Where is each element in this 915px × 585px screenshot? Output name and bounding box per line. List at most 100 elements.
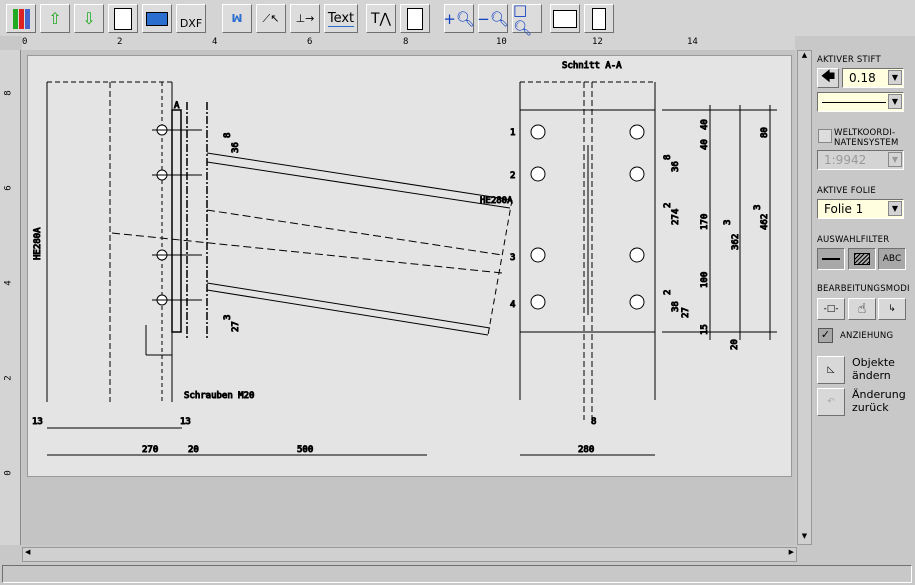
dxf-export-button[interactable]: DXF: [176, 4, 206, 33]
frame-button[interactable]: [400, 4, 430, 33]
scroll-left-icon[interactable]: ◀: [25, 548, 31, 556]
dimension-label: 270: [142, 445, 158, 455]
section-icon: ꟽ: [231, 12, 243, 25]
text-button[interactable]: Text: [324, 4, 358, 33]
snap-checkbox[interactable]: ✓: [818, 328, 833, 343]
ruler-label: 12: [592, 37, 603, 47]
zoom-window-button[interactable]: □🔍︎: [512, 1, 542, 37]
ruler-label: 14: [687, 37, 698, 47]
chevron-down-icon: ▼: [888, 94, 902, 109]
filter-lines-button[interactable]: [817, 248, 845, 270]
mode-ortho-button[interactable]: ↳: [878, 298, 906, 320]
dimension-label: 2: [663, 203, 673, 208]
hatch-icon: [854, 253, 870, 265]
undo-change-label: Änderung zurück: [852, 388, 906, 414]
edit-modes-label: BEARBEITUNGSMODI: [817, 284, 910, 294]
tools-button[interactable]: T⋀: [366, 4, 396, 33]
section-button[interactable]: ꟽ: [222, 4, 252, 33]
hand-icon: ☝: [857, 301, 867, 317]
dimension-label: 27: [231, 321, 241, 332]
line-icon: ⟋↖: [262, 11, 280, 25]
open-file-button[interactable]: ⇧: [40, 4, 70, 33]
ruler-top: 0 2 4 6 8 10 12 14: [22, 36, 795, 51]
dimension-label: 20: [188, 445, 199, 455]
filter-text-button[interactable]: ABC: [878, 248, 906, 270]
ruler-label: 4: [212, 37, 218, 47]
modify-objects-button[interactable]: ◺: [817, 356, 845, 384]
dimension-label: 36: [671, 161, 681, 172]
zoom-window-icon: □🔍︎: [513, 0, 533, 37]
bolts-label: Schrauben M20: [184, 391, 254, 401]
filter-label: AUSWAHLFILTER: [817, 235, 890, 245]
dimension-button[interactable]: ⊥→: [290, 4, 320, 33]
ruler-label: 8: [403, 37, 409, 47]
dimension-label: 170: [700, 214, 710, 230]
ortho-icon: ↳: [888, 304, 896, 314]
scroll-down-icon[interactable]: ▼: [801, 532, 808, 540]
pen-back-button[interactable]: 🡄: [817, 68, 839, 88]
snap-point-icon: -□-: [823, 304, 839, 314]
section-title: Schnitt A-A: [562, 61, 622, 71]
active-layer-label: AKTIVE FOLIE: [817, 186, 876, 196]
undo-change-button: ↶: [817, 388, 845, 416]
checkmark-icon: ✓: [820, 328, 831, 341]
drawing-canvas[interactable]: 270 20 500 280 13 13 8 Schnitt A-A Schra…: [22, 50, 795, 545]
dimension-label: 8: [223, 133, 233, 138]
ruler-label: 4: [3, 280, 14, 286]
dimension-label: 13: [180, 417, 191, 427]
dimension-label: 80: [760, 127, 770, 138]
dimension-label: 40: [700, 119, 710, 130]
profile-label: HE280A: [33, 227, 43, 260]
dimension-label: 280: [578, 445, 594, 455]
exit-button[interactable]: [584, 4, 614, 33]
filter-hatch-button[interactable]: [848, 248, 876, 270]
plot-icon: [114, 7, 132, 30]
exit-door-icon: [592, 7, 606, 30]
dimension-label: 362: [731, 234, 741, 250]
line-style-select[interactable]: ▼: [817, 92, 904, 112]
folder-down-icon: ⇩: [82, 9, 96, 28]
dimension-label: 36: [231, 142, 241, 153]
chevron-down-icon: ▼: [888, 201, 902, 216]
ruler-label: 0: [22, 37, 28, 47]
snap-label: ANZIEHUNG: [840, 331, 894, 341]
drawing-sheet: [27, 55, 792, 477]
vertical-scrollbar[interactable]: ▲ ▼: [797, 50, 812, 545]
mode-point-button[interactable]: -□-: [817, 298, 845, 320]
mode-pan-button[interactable]: ☝: [848, 298, 876, 320]
zoom-in-button[interactable]: +🔍︎: [443, 4, 475, 33]
scroll-up-icon[interactable]: ▲: [801, 51, 808, 59]
line-button[interactable]: ⟋↖: [256, 4, 286, 33]
save-file-button[interactable]: ⇩: [74, 4, 104, 33]
dimension-label: 15: [700, 324, 710, 335]
undo-icon: ↶: [827, 397, 835, 407]
ruler-label: 6: [3, 185, 14, 191]
row-number: 3: [510, 253, 515, 263]
dimension-label: 274: [671, 209, 681, 225]
ruler-left: 8 6 4 2 0: [0, 50, 21, 545]
dimension-label: 462: [760, 214, 770, 230]
printer-icon: [146, 11, 168, 26]
print-button[interactable]: [142, 4, 172, 33]
horizontal-scrollbar[interactable]: ◀ ▶: [22, 547, 797, 562]
dimension-label: 13: [32, 417, 43, 427]
row-number: 2: [510, 171, 515, 181]
layer-select[interactable]: Folie 1▼: [817, 199, 904, 219]
section-marker: A: [174, 101, 180, 111]
world-coords-checkbox[interactable]: [818, 129, 832, 143]
help-button[interactable]: [550, 4, 580, 33]
ruler-label: 0: [3, 470, 14, 476]
zoom-out-icon: −🔍︎: [477, 9, 509, 28]
plot-button[interactable]: [108, 4, 138, 33]
binders-button[interactable]: [6, 4, 36, 33]
text-filter-label: ABC: [882, 254, 902, 264]
scale-select: 1:9942▼: [817, 150, 904, 170]
zoom-out-button[interactable]: −🔍︎: [477, 4, 509, 33]
text-icon: Text: [327, 10, 355, 27]
dimension-icon: ⊥→: [295, 12, 315, 25]
properties-panel: AKTIVER STIFT 🡄 0.18▼ ▼ WELTKOORDI- NATE…: [812, 50, 915, 550]
pen-width-select[interactable]: 0.18▼: [842, 68, 904, 88]
scroll-right-icon[interactable]: ▶: [788, 548, 794, 556]
folder-up-icon: ⇧: [48, 9, 62, 28]
binders-icon: [12, 8, 30, 29]
